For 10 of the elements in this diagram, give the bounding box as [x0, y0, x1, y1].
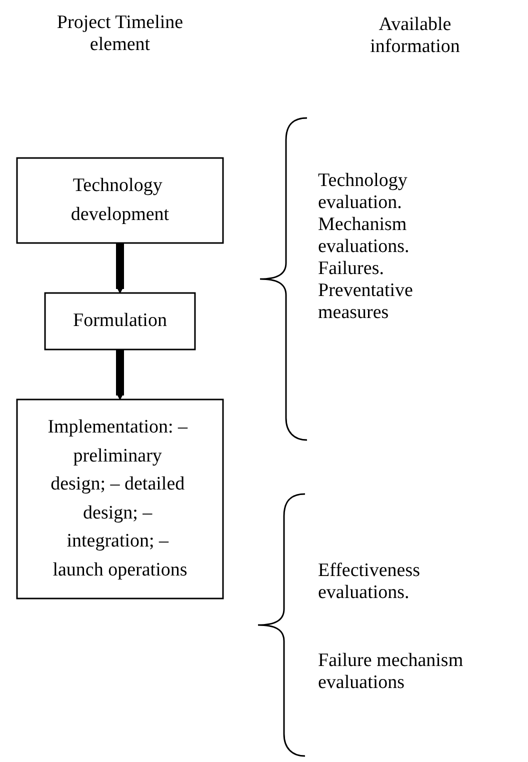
node-box: Implementation: – preliminary design; – detailed design; – integration; – launch operations [16, 398, 224, 600]
arrow [116, 350, 124, 400]
info-text: Effectiveness evaluations. [318, 560, 421, 604]
column-heading: Available information [369, 14, 461, 58]
info-text: Failure mechanism evaluations [318, 650, 464, 694]
node-box: Formulation [44, 292, 196, 350]
info-text: Technology evaluation. Mechanism evaluations. Failures. Preventative measures [318, 170, 414, 324]
arrow [116, 243, 124, 294]
node-box: Technology development [16, 157, 224, 244]
column-heading: Project Timeline element [56, 12, 184, 56]
